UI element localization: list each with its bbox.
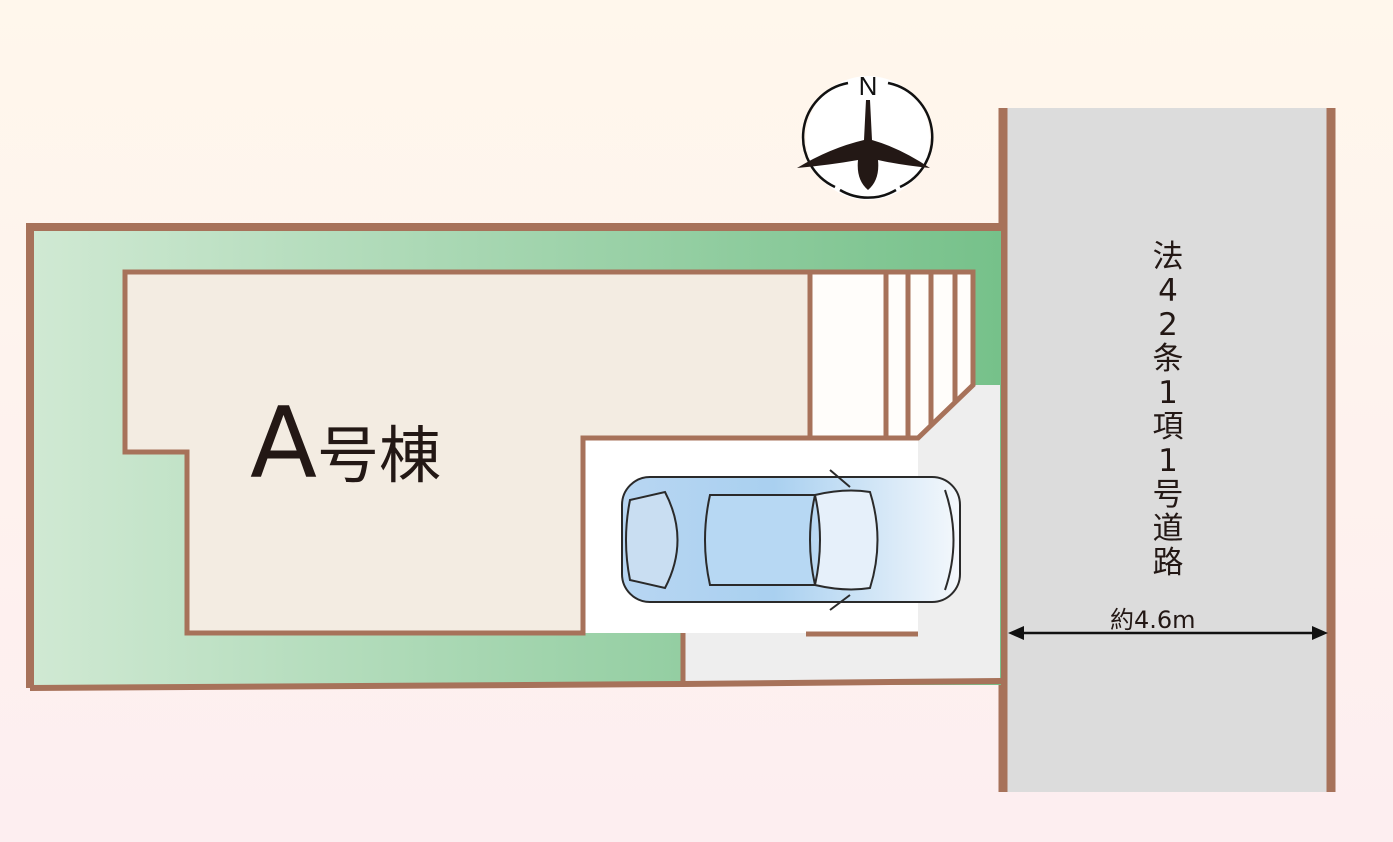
- road-width-label: 約4.6m: [1110, 606, 1196, 634]
- car-icon: [621, 469, 961, 611]
- road-label: 法42条1項1号道路: [1152, 239, 1184, 581]
- building-letter: A: [250, 387, 318, 501]
- compass-north-icon: N: [797, 71, 934, 200]
- road-width-dimension: [1008, 626, 1328, 640]
- building-suffix: 号棟: [317, 419, 442, 492]
- road: [1003, 108, 1330, 792]
- driveway: [683, 385, 1000, 681]
- building-a: [122, 269, 813, 636]
- building-label: A号棟: [250, 395, 441, 493]
- compass-label: N: [859, 71, 878, 101]
